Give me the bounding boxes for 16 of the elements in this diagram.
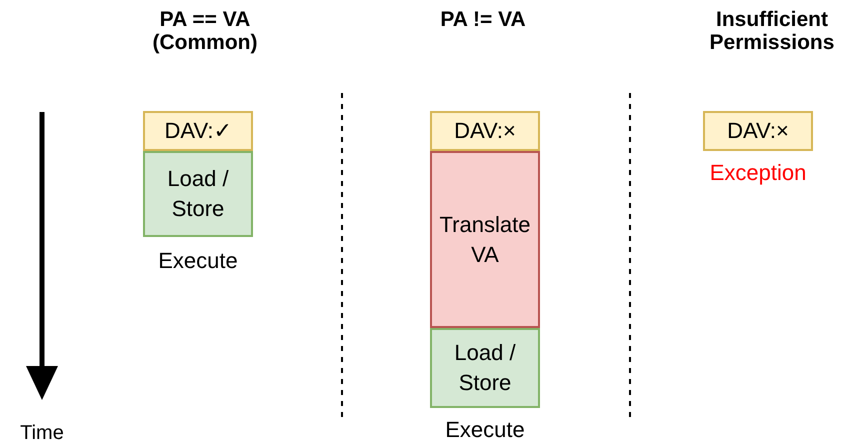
step-box: [143, 111, 253, 151]
box-caption: Execute: [445, 418, 525, 442]
box-label: Load / Store: [166, 165, 230, 223]
box-caption: Execute: [158, 249, 238, 273]
box-caption: Exception: [710, 161, 806, 185]
box-label: DAV:✓: [164, 117, 232, 145]
box-label: Translate VA: [438, 210, 532, 268]
column-heading: PA == VA (Common): [152, 8, 258, 54]
box-label: DAV:×: [454, 117, 516, 145]
step-box: [430, 151, 540, 328]
axis-label: Time: [19, 422, 65, 445]
box-label: DAV:×: [727, 117, 789, 145]
column-heading: Insufficient Permissions: [708, 8, 836, 54]
box-label: Load / Store: [453, 339, 517, 397]
step-box: [430, 111, 540, 151]
column-heading: PA != VA: [439, 8, 527, 31]
